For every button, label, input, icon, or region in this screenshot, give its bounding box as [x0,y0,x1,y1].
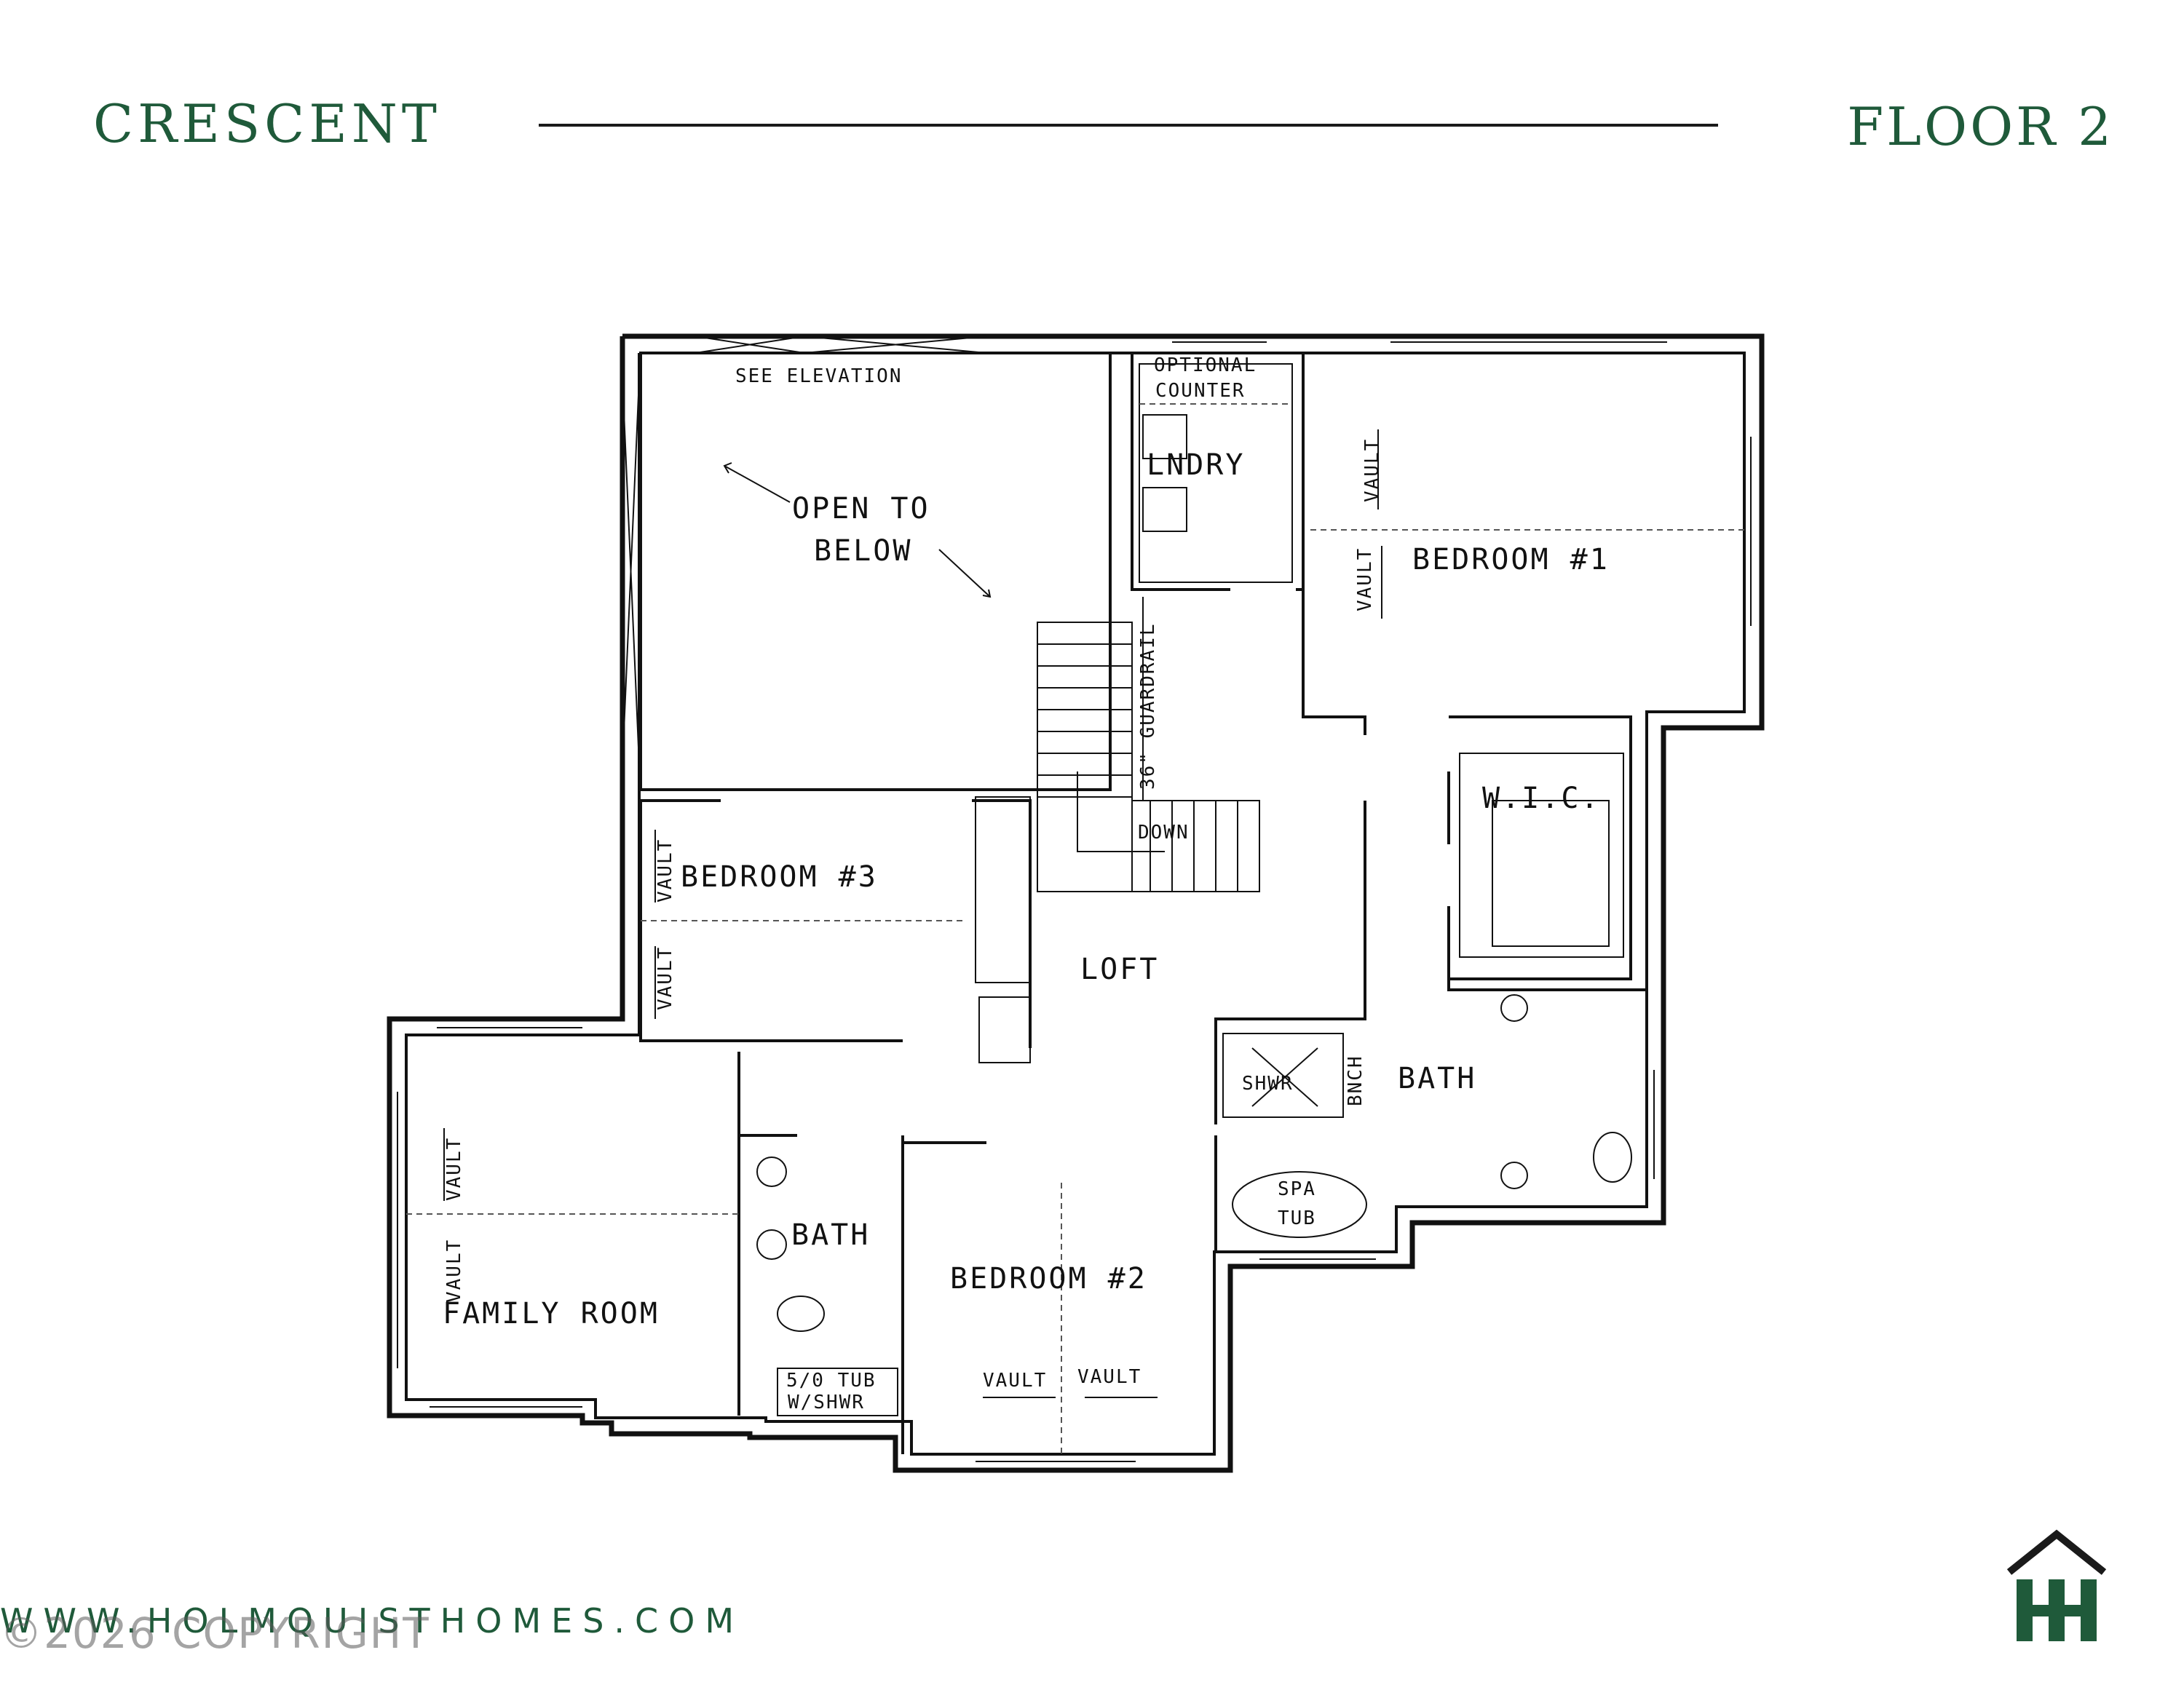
direction-arrows [443,429,1382,1398]
vault-label-bedroom1-upper: VAULT [1361,438,1383,502]
stairs [1037,597,1260,892]
vault-label-bedroom3-upper: VAULT [654,838,676,902]
hall-bath-label: BATH [791,1218,870,1252]
spa-tub-label-1: SPA [1278,1178,1316,1200]
shower-label: SHWR [1242,1073,1294,1095]
vault-label-bedroom3-lower: VAULT [654,946,676,1010]
bench-label: BNCH [1345,1055,1366,1106]
optional-counter-label-2: COUNTER [1155,380,1246,402]
hh-logo-icon [2006,1529,2107,1641]
floor-label: FLOOR 2 [1847,96,2114,157]
open-to-below-label-2: BELOW [814,534,912,568]
exterior-walls [387,333,1765,1473]
vault-label-family-lower: VAULT [443,1239,465,1303]
loft-label: LOFT [1080,953,1159,986]
plan-name: CRESCENT [93,93,441,154]
tub-shower-label-1: 5/0 TUB [786,1370,877,1392]
vault-label-bedroom1-lower: VAULT [1354,547,1376,611]
tub-shower-label-2: W/SHWR [788,1392,865,1413]
master-bath-label: BATH [1398,1062,1476,1095]
vault-label-bedroom2-left: VAULT [983,1370,1047,1392]
optional-counter-label-1: OPTIONAL [1154,354,1257,376]
interior-walls [639,352,1647,1454]
vault-label-bedroom2-right: VAULT [1077,1366,1142,1388]
wic-label: W.I.C. [1482,782,1601,815]
vault-label-family-upper: VAULT [443,1137,465,1201]
vault-lines [406,529,1744,1454]
bedroom1-label: BEDROOM #1 [1412,543,1610,576]
fixtures [756,414,1632,1416]
see-elevation-label: SEE ELEVATION [735,365,903,387]
guardrail-label: 36" GUARDRAIL [1137,623,1159,790]
family-room-label: FAMILY ROOM [443,1297,660,1330]
spa-tub-label-2: TUB [1278,1207,1316,1229]
down-label: DOWN [1138,822,1190,844]
header-rule [539,124,1718,127]
laundry-label: LNDRY [1147,448,1245,482]
copyright-watermark: ©2026 COPYRIGHT [0,1608,430,1658]
open-to-below-label-1: OPEN TO [792,492,930,525]
bedroom3-label: BEDROOM #3 [681,860,878,894]
bedroom2-label: BEDROOM #2 [950,1262,1147,1296]
website-text: WWW.HOLMQUISTHOMES.COM [0,1601,745,1641]
